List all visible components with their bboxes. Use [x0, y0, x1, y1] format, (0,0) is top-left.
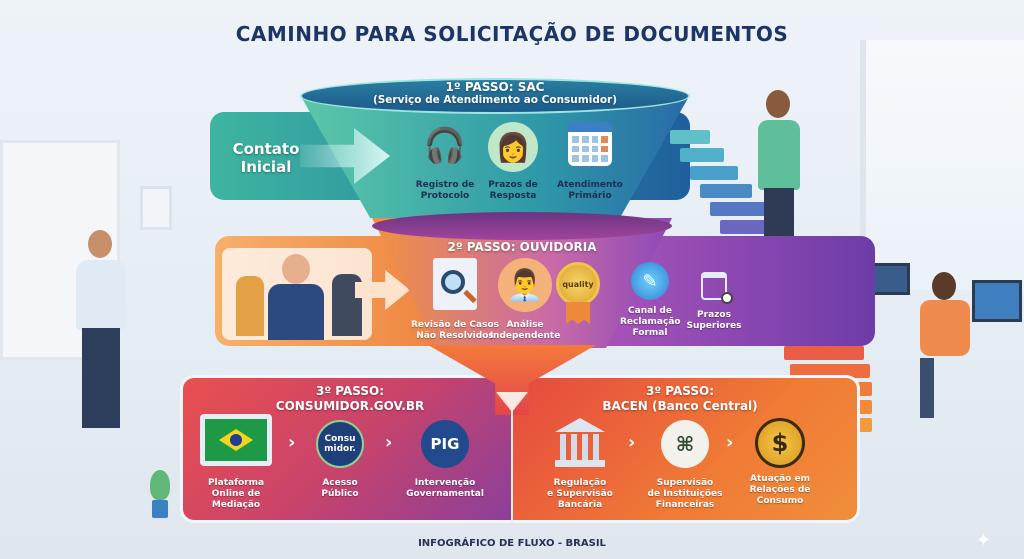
divider [511, 400, 513, 522]
item-caption: Superiores [686, 321, 742, 331]
item-caption: de Instituições [647, 489, 723, 499]
deadline-icon [701, 272, 733, 304]
step3-left-title: 3º PASSO: CONSUMIDOR.GOV.BR [250, 384, 450, 414]
step3-left-title-line2: CONSUMIDOR.GOV.BR [275, 399, 425, 413]
item-caption: Primário [568, 191, 612, 201]
developer-illustration [910, 270, 1024, 430]
sparkle-icon: ✦ [976, 530, 992, 551]
chevron-right-icon: › [726, 432, 734, 453]
quality-badge-text: quality [562, 279, 594, 289]
step1-title: 1º PASSO: SAC [445, 80, 545, 94]
item-caption: Plataforma [207, 478, 265, 488]
chevron-right-icon: › [385, 432, 393, 453]
item-caption: Atuação em [750, 474, 810, 484]
item-caption: Consumo [756, 496, 804, 506]
logo-text: PIG [430, 435, 460, 453]
item-caption: Análise [506, 320, 544, 330]
entry-label: Contato Inicial [218, 140, 314, 176]
picture-frame [140, 186, 172, 230]
step1-subtitle: (Serviço de Atendimento ao Consumidor) [372, 94, 618, 106]
step1-funnel-rim [300, 78, 690, 114]
footer-caption: INFOGRÁFICO DE FLUXO - BRASIL [418, 538, 606, 549]
chevron-right-icon: › [628, 432, 636, 453]
item-caption: Financeiras [655, 500, 715, 510]
item-caption: Não Resolvidos [416, 331, 494, 341]
ombudsman-icon: 👨‍💼 [498, 258, 552, 312]
item-caption: Supervisão [656, 478, 714, 488]
item-caption: Registro de [415, 180, 475, 190]
item-caption: Revisão de Casos [411, 320, 499, 330]
calendar-icon [568, 122, 612, 166]
quality-badge-icon: quality [556, 262, 600, 306]
item-caption: Regulação [553, 478, 607, 488]
institution-logo-icon: ⌘ [661, 420, 709, 468]
item-caption: Reclamação [620, 317, 681, 327]
item-caption: Protocolo [420, 191, 470, 201]
coin-dollar-icon: $ [755, 418, 805, 468]
team-illustration [222, 248, 372, 340]
item-caption: Online de [211, 489, 261, 499]
item-caption: Governamental [406, 489, 484, 499]
step3-right-title-line1: 3º PASSO: [645, 384, 715, 398]
item-caption: Acesso [322, 478, 358, 488]
item-caption: Formal [632, 328, 668, 338]
item-caption: Canal de [628, 306, 672, 316]
person-on-phone-illustration [66, 230, 136, 440]
step2-funnel-rim [372, 212, 672, 240]
item-caption: Bancária [557, 500, 603, 510]
headset-icon: 🎧 [423, 126, 467, 166]
item-caption: Relações de [749, 485, 811, 495]
gov-logo-icon: PIG [421, 420, 469, 468]
item-caption: Mediação [211, 500, 261, 510]
entry-label-line2: Inicial [240, 158, 292, 176]
computer-brazil-flag-icon [200, 414, 272, 466]
item-caption: Prazos [697, 310, 731, 320]
item-caption: Prazos de [488, 180, 538, 190]
chevron-right-icon: › [288, 432, 296, 453]
step3-left-title-line1: 3º PASSO: [315, 384, 385, 398]
step3-right-title: 3º PASSO: BACEN (Banco Central) [560, 384, 800, 414]
item-caption: e Supervisão [547, 489, 613, 499]
item-caption: Resposta [489, 191, 537, 201]
entry-label-line1: Contato [232, 140, 300, 158]
bank-building-icon [555, 418, 605, 468]
item-caption: Intervenção [414, 478, 476, 488]
badge-ribbon [566, 302, 590, 324]
item-caption: Independente [489, 331, 561, 341]
agent-icon: 👩 [488, 122, 538, 172]
page-title: CAMINHO PARA SOLICITAÇÃO DE DOCUMENTOS [235, 22, 789, 46]
chat-bubble-icon: ✎ [631, 262, 669, 300]
item-caption: Atendimento [557, 180, 623, 190]
plant-illustration [148, 470, 172, 520]
document-search-icon [433, 258, 477, 310]
step2-title: 2º PASSO: OUVIDORIA [447, 240, 597, 254]
logo-text: Consu [324, 434, 356, 444]
item-caption: Público [321, 489, 359, 499]
window [860, 40, 1024, 290]
step3-right-title-line2: BACEN (Banco Central) [602, 399, 758, 413]
logo-text: midor. [324, 444, 356, 454]
